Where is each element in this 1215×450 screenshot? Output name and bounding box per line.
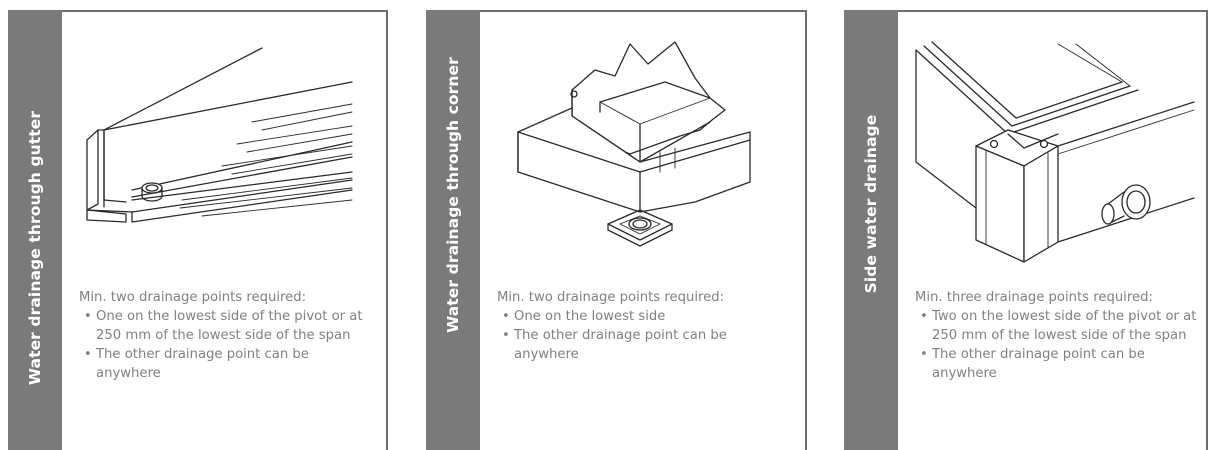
panel-description: Min. three drainage points required: Two… [915, 288, 1201, 383]
panel-title: Side water drainage [862, 114, 880, 293]
panel-side-drainage: Side water drainage [844, 10, 1208, 450]
requirement-item: The other drainage point can be anywhere [915, 345, 1201, 383]
requirement-item: One on the lowest side [497, 307, 787, 326]
requirement-item: The other drainage point can be anywhere [497, 326, 787, 364]
panel-title: Water drainage through corner [444, 56, 462, 333]
requirement-item: Two on the lowest side of the pivot or a… [915, 307, 1201, 345]
panel-description: Min. two drainage points required: One o… [497, 288, 787, 364]
panel-gutter-drainage: Water drainage through gutter [8, 10, 388, 450]
corner-drain-illustration [480, 12, 800, 272]
requirement-intro: Min. two drainage points required: [497, 290, 725, 305]
panel-sidebar: Side water drainage [844, 10, 898, 450]
requirement-list: One on the lowest side of the pivot or a… [79, 307, 369, 383]
requirement-list: Two on the lowest side of the pivot or a… [915, 307, 1201, 383]
gutter-drain-illustration [62, 12, 382, 272]
panel-description: Min. two drainage points required: One o… [79, 288, 369, 383]
panel-title: Water drainage through gutter [26, 110, 44, 385]
requirement-list: One on the lowest side The other drainag… [497, 307, 787, 364]
requirement-intro: Min. three drainage points required: [915, 290, 1153, 305]
requirement-item: One on the lowest side of the pivot or a… [79, 307, 369, 345]
side-drain-illustration [898, 12, 1204, 272]
requirement-item: The other drainage point can be anywhere [79, 345, 369, 383]
panel-sidebar: Water drainage through corner [426, 10, 480, 450]
panel-corner-drainage: Water drainage through corner [426, 10, 807, 450]
panel-sidebar: Water drainage through gutter [8, 10, 62, 450]
requirement-intro: Min. two drainage points required: [79, 290, 307, 305]
